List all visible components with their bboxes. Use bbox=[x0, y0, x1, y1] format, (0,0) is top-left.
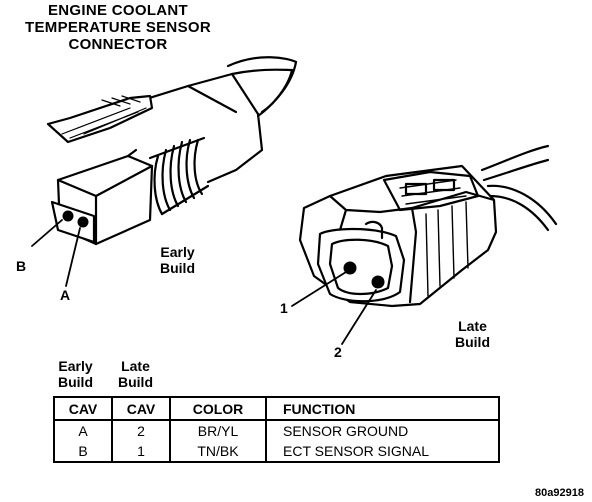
late-build-label: Late Build bbox=[455, 318, 490, 350]
late-pin-2-label: 2 bbox=[334, 344, 342, 360]
title-line-3: CONNECTOR bbox=[68, 36, 168, 53]
early-build-connector-drawing bbox=[31, 56, 298, 287]
title-line-1: ENGINE COOLANT bbox=[47, 2, 189, 19]
cell-late-cav: 2 bbox=[111, 420, 171, 441]
header-early-cav: CAV bbox=[53, 396, 113, 421]
table-row: A 2 BR/YL SENSOR GROUND bbox=[53, 420, 500, 441]
cell-color: TN/BK bbox=[169, 441, 267, 463]
cell-color: BR/YL bbox=[169, 420, 267, 441]
late-build-column-group: Late Build bbox=[118, 358, 153, 390]
cell-function: ECT SENSOR SIGNAL bbox=[265, 441, 500, 463]
table-row: B 1 TN/BK ECT SENSOR SIGNAL bbox=[53, 441, 500, 463]
header-function: FUNCTION bbox=[265, 396, 500, 421]
late-pin-1-label: 1 bbox=[280, 300, 288, 316]
cell-early-cav: A bbox=[53, 420, 113, 441]
header-late-cav: CAV bbox=[111, 396, 171, 421]
early-build-label: Early Build bbox=[160, 244, 195, 276]
table-header-row: CAV CAV COLOR FUNCTION bbox=[53, 396, 500, 421]
cell-early-cav: B bbox=[53, 441, 113, 463]
early-build-column-group: Early Build bbox=[58, 358, 93, 390]
cell-late-cav: 1 bbox=[111, 441, 171, 463]
cell-function: SENSOR GROUND bbox=[265, 420, 500, 441]
diagram-title: ENGINE COOLANT TEMPERATURE SENSOR CONNEC… bbox=[8, 2, 228, 53]
figure-code: 80a92918 bbox=[535, 487, 584, 499]
pinout-table: CAV CAV COLOR FUNCTION A 2 BR/YL SENSOR … bbox=[53, 396, 500, 463]
title-line-2: TEMPERATURE SENSOR bbox=[25, 19, 211, 36]
early-pin-b-label: B bbox=[16, 258, 27, 274]
late-build-connector-drawing bbox=[291, 144, 558, 345]
header-color: COLOR bbox=[169, 396, 267, 421]
early-pin-a-label: A bbox=[60, 287, 71, 303]
